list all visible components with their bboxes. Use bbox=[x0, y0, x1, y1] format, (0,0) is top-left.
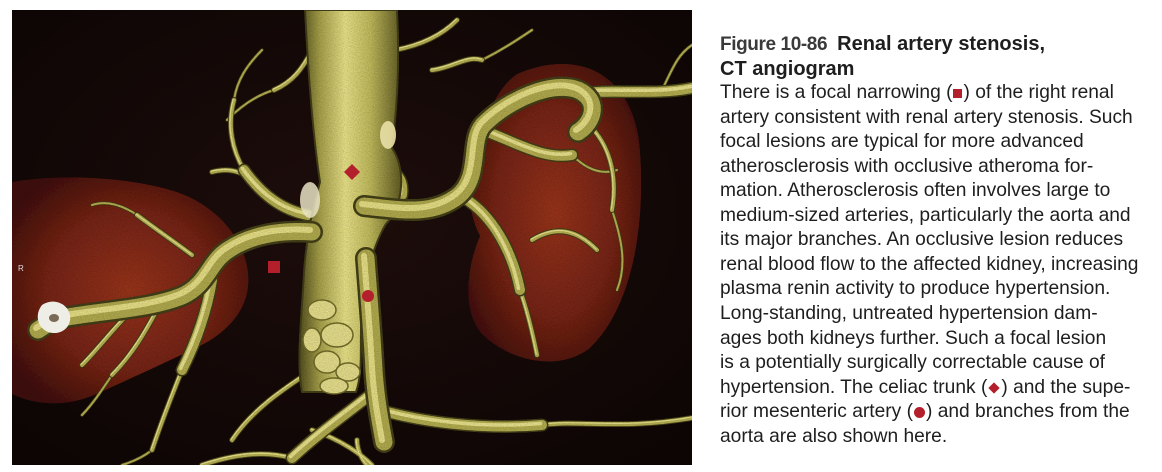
caption-text: renal blood flow to the affected kidney,… bbox=[720, 253, 1139, 275]
bright-patch bbox=[300, 182, 320, 218]
caption-text: focal lesions are typical for more advan… bbox=[720, 131, 1084, 153]
caption-text: its major branches. An occlusive lesion … bbox=[720, 229, 1124, 251]
caption-text: ages both kidneys further. Such a focal … bbox=[720, 327, 1107, 349]
caption-text: Long-standing, untreated hypertension da… bbox=[720, 303, 1098, 325]
aortic-calcifications bbox=[302, 299, 361, 395]
caption-line: artery consistent with renal artery sten… bbox=[720, 106, 1150, 131]
caption-line: ages both kidneys further. Such a focal … bbox=[720, 327, 1150, 352]
caption-text: plasma renin activity to produce hyperte… bbox=[720, 278, 1111, 300]
caption-text: atherosclerosis with occlusive atheroma … bbox=[720, 155, 1094, 177]
diamond-marker-icon bbox=[988, 381, 1001, 394]
caption-line: medium-sized arteries, particularly the … bbox=[720, 204, 1150, 229]
figure-title: Renal artery stenosis, bbox=[837, 33, 1046, 55]
square-marker-icon bbox=[953, 89, 963, 99]
angiogram-svg: R bbox=[12, 10, 692, 465]
caption-text: hypertension. The celiac trunk ( bbox=[720, 376, 988, 398]
caption-line: plasma renin activity to produce hyperte… bbox=[720, 277, 1150, 302]
caption-text: ) of the right renal bbox=[963, 82, 1114, 104]
renal-calcification-shadow bbox=[49, 314, 59, 322]
caption-line: hypertension. The celiac trunk ( ) and th… bbox=[720, 376, 1150, 401]
caption-text: There is a focal narrowing ( bbox=[720, 82, 953, 104]
figure-subtitle: CT angiogram bbox=[720, 57, 855, 80]
caption-line: focal lesions are typical for more advan… bbox=[720, 130, 1150, 155]
arterial-tree bbox=[36, 10, 692, 465]
ct-angiogram-image: R bbox=[12, 10, 692, 465]
caption-text: ) and branches from the bbox=[925, 401, 1130, 423]
caption-line: renal blood flow to the affected kidney,… bbox=[720, 253, 1150, 278]
side-label: R bbox=[18, 264, 24, 273]
bright-patch bbox=[380, 121, 396, 149]
caption-line: mation. Atherosclerosis often involves l… bbox=[720, 179, 1150, 204]
caption-text: ) and the supe- bbox=[1001, 376, 1131, 398]
diamond-marker-icon bbox=[344, 164, 360, 180]
caption-line: There is a focal narrowing ( ) of the rig… bbox=[720, 81, 1150, 106]
figure-title-line-1: Figure 10-86 Renal artery stenosis, bbox=[720, 32, 1150, 57]
caption-line: Long-standing, untreated hypertension da… bbox=[720, 302, 1150, 327]
caption-text: artery consistent with renal artery sten… bbox=[720, 106, 1133, 128]
figure-title-line-2: CT angiogram bbox=[720, 57, 1150, 82]
caption-text: is a potentially surgically correctable … bbox=[720, 352, 1106, 374]
square-marker-icon bbox=[268, 261, 280, 273]
caption-text: rior mesenteric artery ( bbox=[720, 401, 913, 423]
circle-marker-icon bbox=[913, 407, 925, 419]
caption-line: aorta are also shown here. bbox=[720, 425, 1150, 450]
circle-marker-icon bbox=[362, 290, 374, 302]
figure-number: Figure 10-86 bbox=[720, 34, 828, 55]
caption-line: rior mesenteric artery ( ) and branches f… bbox=[720, 400, 1150, 425]
caption-text: medium-sized arteries, particularly the … bbox=[720, 204, 1131, 226]
caption-line: its major branches. An occlusive lesion … bbox=[720, 228, 1150, 253]
caption-line: atherosclerosis with occlusive atheroma … bbox=[720, 155, 1150, 180]
caption-text: mation. Atherosclerosis often involves l… bbox=[720, 180, 1111, 202]
caption-line: is a potentially surgically correctable … bbox=[720, 351, 1150, 376]
caption-text: aorta are also shown here. bbox=[720, 425, 948, 447]
figure-caption: Figure 10-86 Renal artery stenosis, CT an… bbox=[720, 32, 1150, 449]
